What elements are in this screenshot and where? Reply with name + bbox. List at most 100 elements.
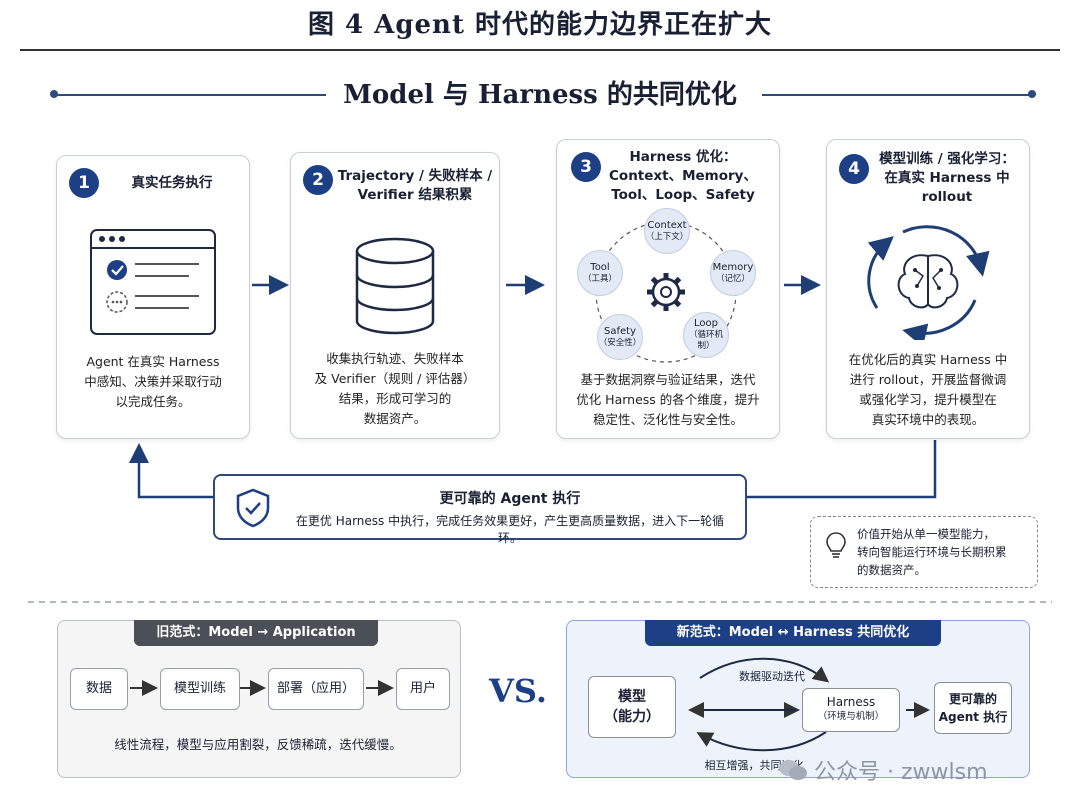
subtitle-right-line <box>762 94 1032 96</box>
desc-line: 进行 rollout，开展监督微调 <box>849 372 1007 387</box>
title-line: Verifier 结果积累 <box>357 187 473 203</box>
old-step-data: 数据 <box>70 668 128 710</box>
gear-icon <box>647 273 685 311</box>
step-card-3: 3 Harness 优化： Context、Memory、 Tool、Loop、… <box>556 139 780 439</box>
title-line: 模型训练 / 强化学习： <box>879 151 1015 167</box>
title-divider <box>20 49 1060 51</box>
feedback-description: 在更优 Harness 中执行，完成任务效果更好，产生更高质量数据，进入下一轮循… <box>295 514 725 545</box>
title-line: Tool、Loop、Safety <box>611 187 755 203</box>
step-number: 3 <box>571 152 601 182</box>
desc-line: 在优化后的真实 Harness 中 <box>848 352 1008 367</box>
wechat-icon <box>779 760 807 780</box>
node-label: Loop <box>694 318 718 329</box>
figure-title: 图 4 Agent 时代的能力边界正在扩大 <box>307 10 773 40</box>
desc-line: 或强化学习，提升模型在 <box>859 392 997 407</box>
step-number: 2 <box>303 165 333 195</box>
loop-left-segment <box>129 443 213 499</box>
arrow-top-curve <box>699 657 830 683</box>
lightbulb-icon <box>826 532 846 558</box>
step-title: 真实任务执行 <box>131 175 213 191</box>
insight-text: 价值开始从单一模型能力， 转向智能运行环境与长期积累 的数据资产。 <box>857 525 1033 579</box>
desc-line: 基于数据洞察与验证结果，迭代 <box>580 372 756 387</box>
arrow-bottom-curve <box>696 731 827 752</box>
feedback-box: 更可靠的 Agent 执行 在更优 Harness 中执行，完成任务效果更好，产… <box>213 474 747 545</box>
desc-line: 收集执行轨迹、失败样本 <box>326 351 464 366</box>
desc-line: 数据资产。 <box>363 411 427 426</box>
step-title: Harness 优化： Context、Memory、 Tool、Loop、Sa… <box>593 148 773 205</box>
insight-line: 的数据资产。 <box>857 563 926 577</box>
insight-box: 价值开始从单一模型能力， 转向智能运行环境与长期积累 的数据资产。 <box>810 516 1038 588</box>
database-icon <box>355 237 435 335</box>
step-number: 4 <box>839 154 869 184</box>
node-sublabel: （上下文） <box>645 231 689 242</box>
title-line: Trajectory / 失败样本 / <box>337 168 493 184</box>
desc-line: 及 Verifier（规则 / 评估器） <box>314 371 476 386</box>
node-label: Memory <box>712 261 754 273</box>
harness-node: Harness （环境与机制） <box>802 688 900 732</box>
title-line: Harness 优化： <box>629 149 737 165</box>
vs-label: VS. <box>489 672 547 710</box>
insight-line: 转向智能运行环境与长期积累 <box>857 545 1007 559</box>
node-sublabel: （循环机制） <box>688 330 723 351</box>
node-label: Safety <box>604 325 636 337</box>
result-line: 更可靠的 <box>948 692 997 706</box>
desc-line: 稳定性、泛化性与安全性。 <box>592 412 743 427</box>
harness-node-safety: Safety （安全性） <box>597 314 643 360</box>
old-paradigm-box <box>57 620 461 778</box>
harness-label: Harness <box>826 695 876 709</box>
node-label: Context <box>647 219 687 231</box>
top-arrow-label: 数据驱动迭代 <box>739 670 805 683</box>
bottom-arrow-label: 相互增强，共同进化 <box>704 759 804 772</box>
watermark-text: 公众号 · zwwlsm <box>814 760 988 785</box>
step-title: 模型训练 / 强化学习： 在真实 Harness 中 rollout <box>869 150 1025 207</box>
old-step-deploy: 部署（应用） <box>268 668 364 710</box>
subtitle-left-line <box>54 94 326 96</box>
node-sublabel: （安全性） <box>598 337 642 348</box>
insight-line: 价值开始从单一模型能力， <box>857 527 995 541</box>
task-window-icon <box>90 229 216 335</box>
desc-line: 真实环境中的表现。 <box>871 412 985 427</box>
step-card-1: 1 真实任务执行 Agent 在真实 Harness 中感知、决策并采取行动 以… <box>56 155 250 439</box>
step-card-2: 2 Trajectory / 失败样本 / Verifier 结果积累 收集执行… <box>290 152 500 439</box>
subtitle-right-dot <box>1028 90 1036 98</box>
desc-line: 优化 Harness 的各个维度，提升 <box>576 392 760 407</box>
section-subtitle: Model 与 Harness 的共同优化 <box>343 80 737 110</box>
desc-line: Agent 在真实 Harness <box>86 354 220 369</box>
node-label: Tool <box>590 261 610 273</box>
loop-right-segment <box>745 440 937 499</box>
model-sublabel: （能力） <box>604 709 660 725</box>
harness-node-tool: Tool （工具） <box>577 250 623 296</box>
old-step-training: 模型训练 <box>160 668 240 710</box>
result-line: Agent 执行 <box>938 710 1008 724</box>
feedback-title: 更可靠的 Agent 执行 <box>439 491 581 507</box>
node-sublabel: （工具） <box>582 273 617 284</box>
desc-line: 以完成任务。 <box>115 394 191 409</box>
title-line: rollout <box>921 189 973 205</box>
harness-node-memory: Memory （记忆） <box>710 250 756 296</box>
step-title: Trajectory / 失败样本 / Verifier 结果积累 <box>337 167 493 205</box>
harness-node-context: Context （上下文） <box>644 208 690 254</box>
step-description: Agent 在真实 Harness 中感知、决策并采取行动 以完成任务。 <box>63 352 243 412</box>
desc-line: 中感知、决策并采取行动 <box>84 374 222 389</box>
model-node: 模型 （能力） <box>588 676 676 738</box>
old-paradigm-note: 线性流程，模型与应用割裂，反馈稀疏，迭代缓慢。 <box>114 737 402 752</box>
desc-line: 结果，形成可学习的 <box>338 391 452 406</box>
harness-node-loop: Loop （循环机制） <box>683 312 729 358</box>
reliable-agent-node: 更可靠的 Agent 执行 <box>934 682 1012 734</box>
harness-sublabel: （环境与机制） <box>817 711 885 722</box>
title-line: 在真实 Harness 中 <box>884 170 1010 186</box>
model-label: 模型 <box>618 689 646 705</box>
new-paradigm-tag: 新范式：Model ↔ Harness 共同优化 <box>645 620 941 646</box>
step-description: 在优化后的真实 Harness 中 进行 rollout，开展监督微调 或强化学… <box>833 350 1023 430</box>
old-step-user: 用户 <box>396 668 450 710</box>
node-sublabel: （记忆） <box>715 273 750 284</box>
step-description: 基于数据洞察与验证结果，迭代 优化 Harness 的各个维度，提升 稳定性、泛… <box>561 370 775 430</box>
step-card-4: 4 模型训练 / 强化学习： 在真实 Harness 中 rollout 在优化… <box>826 139 1030 439</box>
step-number: 1 <box>69 168 99 198</box>
step-description: 收集执行轨迹、失败样本 及 Verifier（规则 / 评估器） 结果，形成可学… <box>297 349 493 429</box>
watermark: 公众号 · zwwlsm <box>778 753 988 787</box>
old-paradigm-tag: 旧范式：Model → Application <box>134 620 378 646</box>
title-line: Context、Memory、 <box>609 168 757 184</box>
